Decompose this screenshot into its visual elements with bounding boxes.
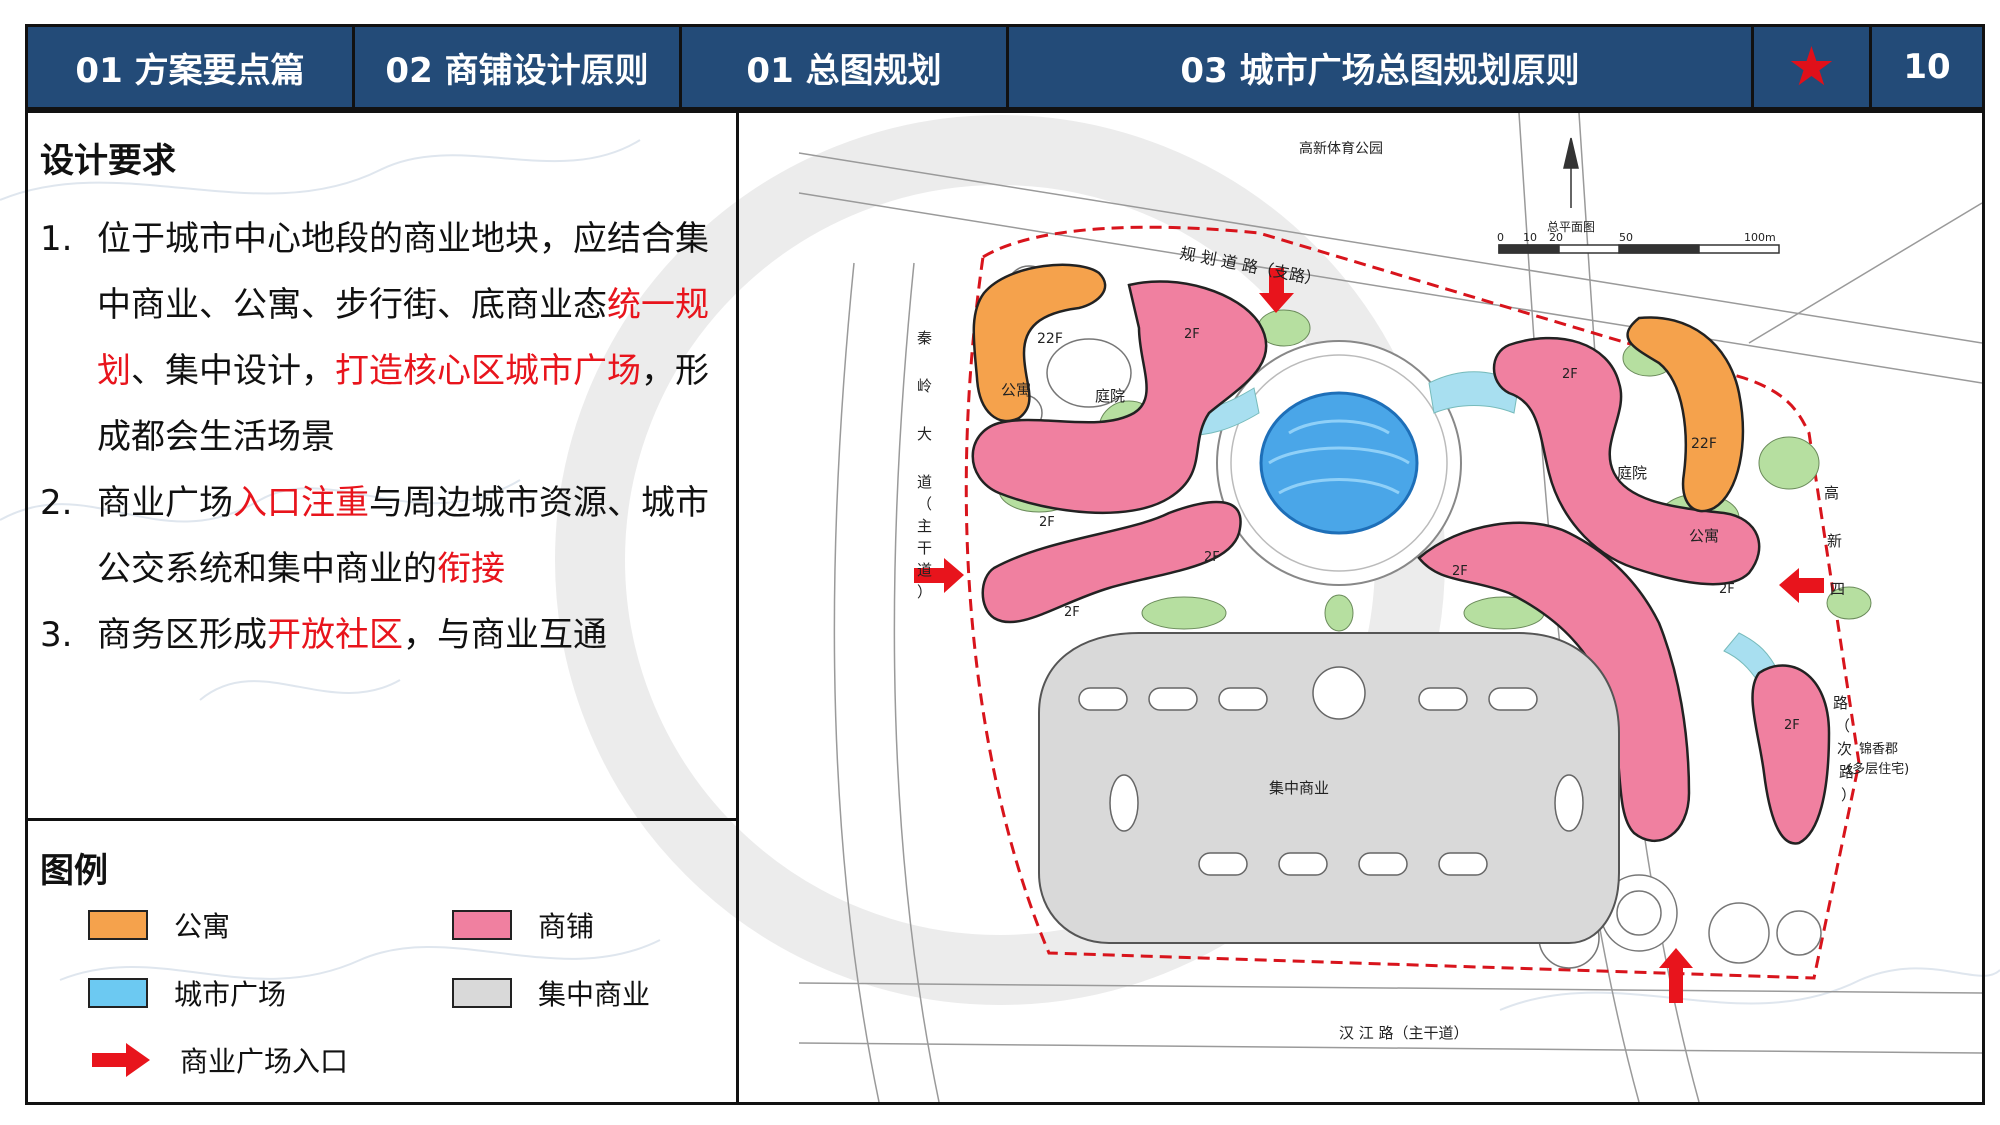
site-plan-drawing: 高新体育公园 总平面图 0 10 20 50 100m 规 划 道 路（支路） … (798, 113, 1982, 1102)
shop-floor-label-5: 2F (1562, 367, 1578, 382)
scale-label-20: 20 (1549, 231, 1563, 244)
shop-floor-label-8: 2F (1784, 718, 1800, 733)
horizontal-divider (25, 818, 739, 821)
vertical-divider (736, 110, 739, 1105)
central-mall (1038, 632, 1620, 944)
shop-floor-label-1: 2F (1184, 327, 1200, 342)
svg-text:道: 道 (917, 561, 932, 579)
svg-text:主: 主 (917, 517, 932, 535)
requirement-number: 1. (40, 219, 73, 259)
requirements-list: 1. 位于城市中心地段的商业地块，应结合集中商业、公寓、步行街、底商业态统一规划… (40, 206, 730, 668)
svg-text:）: ） (1841, 786, 1856, 804)
park-label: 高新体育公园 (1299, 140, 1383, 157)
requirement-number: 2. (40, 483, 73, 523)
svg-text:道: 道 (917, 473, 932, 491)
floor-label-west-22f: 22F (1037, 331, 1063, 347)
requirement-item-1: 1. 位于城市中心地段的商业地块，应结合集中商业、公寓、步行街、底商业态统一规划… (40, 206, 730, 470)
shop-swatch (452, 910, 512, 940)
svg-text:路: 路 (1833, 694, 1848, 712)
star-icon-cell: ★ (1754, 27, 1872, 107)
svg-text:大: 大 (917, 425, 932, 443)
north-arrow-icon (1563, 137, 1579, 208)
header-page-title: 03 城市广场总图规划原则 (1009, 27, 1754, 107)
star-icon: ★ (1787, 35, 1836, 98)
svg-text:路: 路 (1839, 763, 1854, 781)
header-section-1[interactable]: 01 方案要点篇 (28, 27, 355, 107)
site-plan: 高新体育公园 总平面图 0 10 20 50 100m 规 划 道 路（支路） … (739, 113, 1982, 1102)
floor-label-east-22f: 22F (1691, 436, 1717, 452)
road-right-label: 高 新 四 路 （ 次 路 ） (1824, 484, 1856, 804)
scale-label-10: 10 (1523, 231, 1537, 244)
svg-text:高: 高 (1824, 484, 1839, 502)
requirement-number: 3. (40, 615, 73, 655)
legend-item-mall: 集中商业 (452, 973, 650, 1013)
content-frame (25, 110, 1985, 1105)
courtyard-label-west: 庭院 (1095, 387, 1125, 405)
entrance-arrow-west (914, 558, 964, 593)
north-label: 总平面图 (1547, 220, 1595, 234)
requirements-title: 设计要求 (40, 141, 176, 181)
shop-blocks (971, 280, 1831, 845)
road-left-label: 秦 岭 大 道 （ 主 干 道 ） (917, 329, 932, 601)
requirement-text: 商业广场入口注重与周边城市资源、城市公交系统和集中商业的衔接 (97, 483, 709, 589)
entrance-arrows (914, 268, 1824, 1003)
apartment-label-east: 公寓 (1689, 527, 1719, 545)
page-number: 10 (1903, 47, 1951, 87)
svg-text:四: 四 (1830, 580, 1845, 598)
shop-floor-label-2: 2F (1039, 515, 1055, 530)
courtyard-label-east: 庭院 (1617, 464, 1647, 482)
red-arrow-icon (92, 1043, 150, 1077)
scale-label-0: 0 (1497, 231, 1504, 244)
scale-bar (1498, 244, 1780, 254)
legend-item-plaza: 城市广场 (88, 973, 286, 1013)
mall-label: 集中商业 (1269, 779, 1329, 797)
plaza-swatch (88, 978, 148, 1008)
entrance-arrow-north (1259, 268, 1294, 313)
requirement-item-3: 3. 商务区形成开放社区，与商业互通 (40, 602, 730, 668)
legend-item-shop: 商铺 (452, 905, 594, 945)
svg-text:岭: 岭 (917, 377, 932, 395)
header-section-2[interactable]: 02 商铺设计原则 (355, 27, 682, 107)
city-plaza (1216, 340, 1462, 586)
right-area-label: 锦香郡 (1859, 742, 1898, 757)
apartment-blocks (972, 263, 1745, 513)
requirement-text: 位于城市中心地段的商业地块，应结合集中商业、公寓、步行街、底商业态统一规划、集中… (97, 219, 709, 457)
scale-label-100: 100m (1744, 231, 1776, 244)
svg-text:干: 干 (917, 539, 932, 557)
apartment-label-west: 公寓 (1001, 381, 1031, 399)
apartment-swatch (88, 910, 148, 940)
svg-text:秦: 秦 (917, 329, 932, 347)
header-section-3[interactable]: 01 总图规划 (682, 27, 1009, 107)
entrance-arrow-south (1659, 948, 1693, 1003)
road-bottom-label: 汉 江 路（主干道） (1339, 1024, 1469, 1042)
requirement-text: 商务区形成开放社区，与商业互通 (97, 615, 607, 655)
legend-item-apartment: 公寓 (88, 905, 230, 945)
shop-floor-label-4: 2F (1204, 550, 1220, 565)
requirement-item-2: 2. 商业广场入口注重与周边城市资源、城市公交系统和集中商业的衔接 (40, 470, 730, 602)
legend-item-entrance: 商业广场入口 (92, 1040, 348, 1080)
mall-swatch (452, 978, 512, 1008)
svg-text:新: 新 (1827, 532, 1842, 550)
right-area-sublabel: (多层住宅) (1847, 761, 1909, 777)
site-boundary (964, 225, 1861, 980)
scale-label-50: 50 (1619, 231, 1633, 244)
svg-text:）: ） (917, 583, 932, 601)
legend-title: 图例 (40, 851, 108, 891)
svg-text:（: （ (1835, 717, 1850, 735)
shop-floor-label-6: 2F (1452, 564, 1468, 579)
shop-floor-label-3: 2F (1064, 605, 1080, 620)
header-bar: 01 方案要点篇 02 商铺设计原则 01 总图规划 03 城市广场总图规划原则… (25, 24, 1985, 110)
road-top-label: 规 划 道 路（支路） (1178, 243, 1322, 289)
shop-floor-label-7: 2F (1719, 582, 1735, 597)
entrance-arrow-east (1779, 568, 1824, 603)
svg-text:（: （ (917, 495, 932, 513)
svg-text:次: 次 (1837, 740, 1852, 758)
